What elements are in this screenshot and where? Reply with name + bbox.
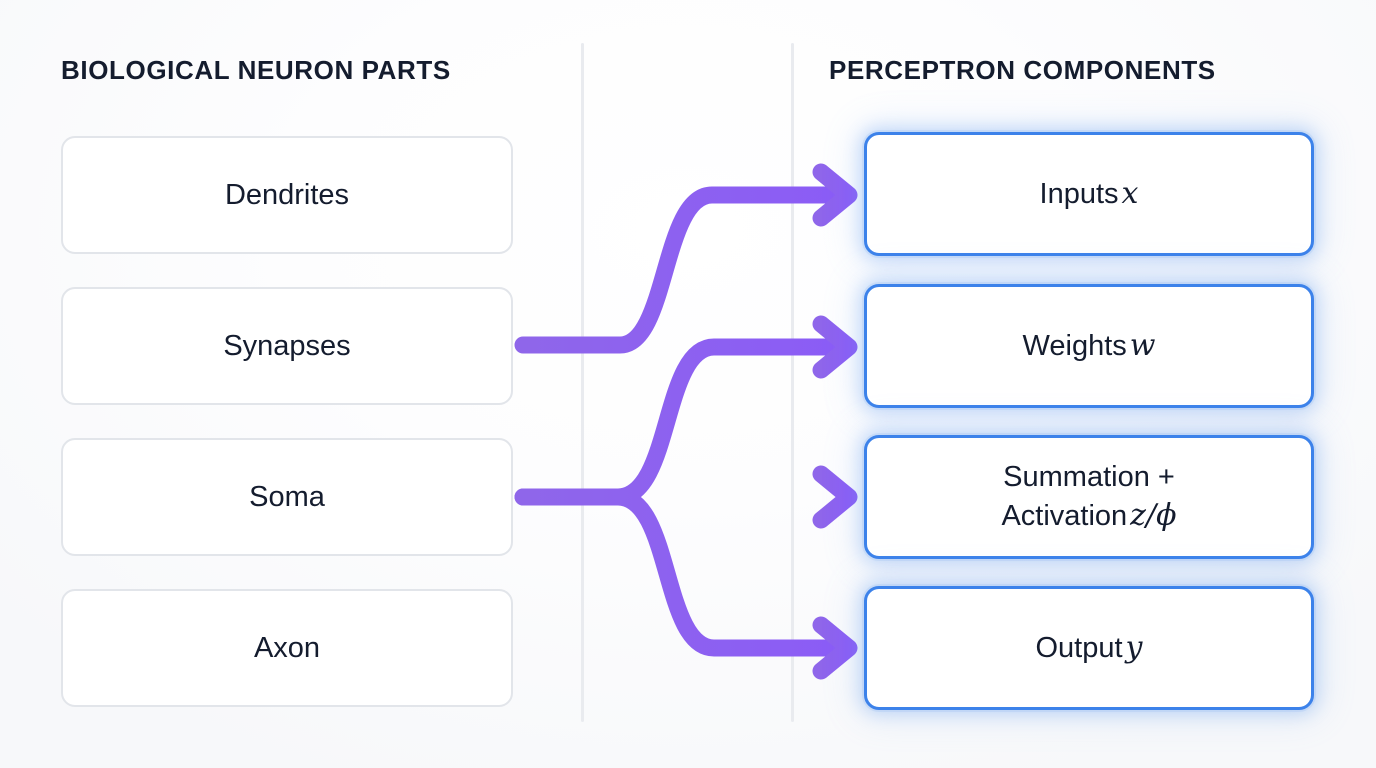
biological-part-soma[interactable]: Soma: [61, 438, 513, 556]
biological-part-synapses[interactable]: Synapses: [61, 287, 513, 405]
perceptron-component-label-line1: Summation +: [1003, 460, 1175, 493]
math-symbol-w: w: [1129, 328, 1156, 364]
math-symbol-x: x: [1121, 176, 1139, 212]
biological-part-label: Soma: [249, 480, 325, 513]
biological-part-label: Synapses: [223, 329, 351, 362]
biological-part-axon[interactable]: Axon: [61, 589, 513, 707]
perceptron-component-label: Inputs: [1039, 178, 1119, 211]
perceptron-component-label: Weights: [1022, 330, 1127, 363]
biological-part-label: Dendrites: [224, 178, 350, 211]
math-symbol-y: y: [1125, 630, 1143, 666]
divider-line-right: [791, 43, 794, 722]
biological-part-label: Axon: [253, 631, 321, 664]
column-header-perceptron: PERCEPTRON COMPONENTS: [829, 55, 1216, 85]
divider-line-left: [581, 43, 584, 722]
arrowhead-weights: [812, 315, 858, 379]
perceptron-component-label: Output: [1035, 632, 1123, 665]
column-header-biological: BIOLOGICAL NEURON PARTS: [61, 55, 451, 85]
perceptron-component-label-line2: Activation: [1001, 500, 1128, 533]
arrowhead-summation: [812, 465, 858, 529]
math-symbol-z-phi: z/ϕ: [1130, 498, 1177, 534]
biological-part-dendrites[interactable]: Dendrites: [61, 136, 513, 254]
arrowhead-inputs: [812, 163, 858, 227]
arrowhead-output: [812, 616, 858, 680]
